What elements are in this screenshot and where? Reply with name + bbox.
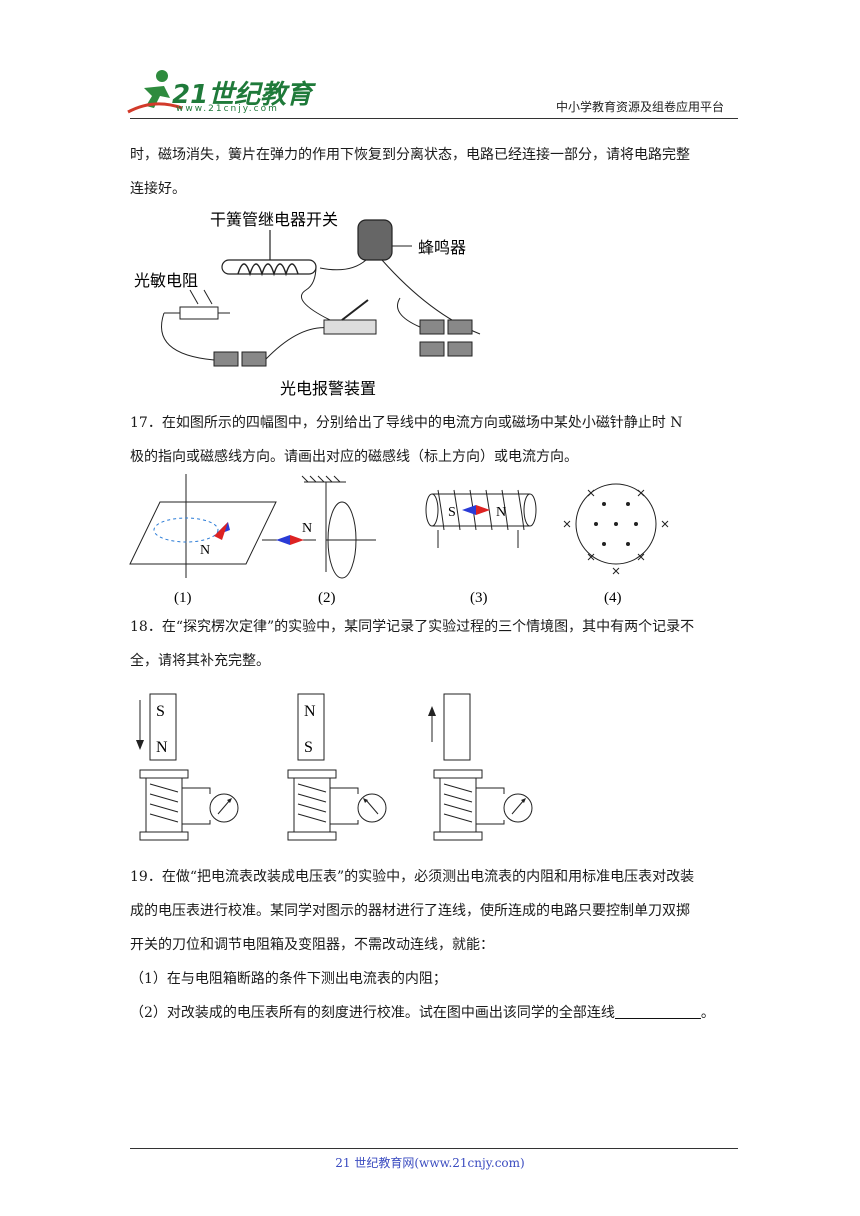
q19-item2: （2）对改装成的电压表所有的刻度进行校准。试在图中画出该同学的全部连线。 (130, 1004, 715, 1021)
scene-1: S N (136, 693, 239, 841)
battery-right (419, 319, 473, 357)
runner-logo-icon (127, 70, 183, 114)
q17-figures: N (1) N (2) S N (3) (129, 474, 669, 606)
svg-text:(3): (3) (470, 590, 488, 606)
alarm-circuit-figure: 干簧管继电器开关 蜂鸣器 光敏电阻 光电报警装置 (134, 210, 481, 398)
svg-text:N: N (496, 505, 506, 520)
battery-left (213, 351, 267, 367)
buzzer-label: 蜂鸣器 (418, 239, 466, 257)
site-logo (124, 68, 294, 116)
svg-text:N: N (200, 543, 210, 558)
buzzer (357, 219, 393, 261)
answer-blank[interactable] (614, 1004, 701, 1019)
svg-text:S: S (448, 505, 456, 520)
q19-text: 19．在做“把电流表改装成电压表”的实验中，必须测出电流表的内阻和用标准电压表对… (130, 860, 742, 1030)
reed-tube (221, 259, 317, 275)
footer-text: 21 世纪教育网(www.21cnjy.com) (335, 1156, 525, 1170)
svg-text:(2): (2) (318, 590, 336, 606)
svg-text:S: S (304, 739, 313, 756)
figure-2: N (2) (262, 475, 376, 606)
q18-text: 18．在“探究楞次定律”的实验中，某同学记录了实验过程的三个情境图，其中有两个记… (130, 619, 695, 669)
svg-text:(4): (4) (604, 590, 622, 606)
svg-text:(1): (1) (174, 590, 192, 606)
photoresistor-label: 光敏电阻 (134, 272, 198, 290)
svg-text:N: N (156, 739, 168, 756)
q18-figures: S N N S (136, 693, 533, 841)
figure-3: S N (3) (425, 489, 537, 606)
svg-text:N: N (304, 703, 316, 720)
knife-switch (323, 299, 377, 335)
header-divider (130, 118, 738, 119)
reed-label: 干簧管继电器开关 (210, 210, 338, 229)
footer-divider (130, 1148, 738, 1149)
svg-text:S: S (156, 703, 165, 720)
svg-text:N: N (302, 521, 312, 536)
figure-caption: 光电报警装置 (280, 380, 376, 398)
scene-3 (428, 693, 533, 841)
figure-4: (4) (563, 483, 669, 606)
logo-url: www.21cnjy.com (176, 104, 279, 114)
q17-text: 17．在如图所示的四幅图中，分别给出了导线中的电流方向或磁场中某处小磁针静止时 … (130, 415, 683, 465)
q16-text: 时，磁场消失，簧片在弹力的作用下恢复到分离状态，电路已经连接一部分，请将电路完整… (130, 147, 690, 197)
platform-title: 中小学教育资源及组卷应用平台 (555, 100, 724, 114)
scene-2: N S (287, 693, 387, 841)
photoresistor (179, 306, 219, 320)
figure-1: N (1) (129, 474, 277, 606)
logo-text: 21世纪教育 (172, 80, 313, 110)
